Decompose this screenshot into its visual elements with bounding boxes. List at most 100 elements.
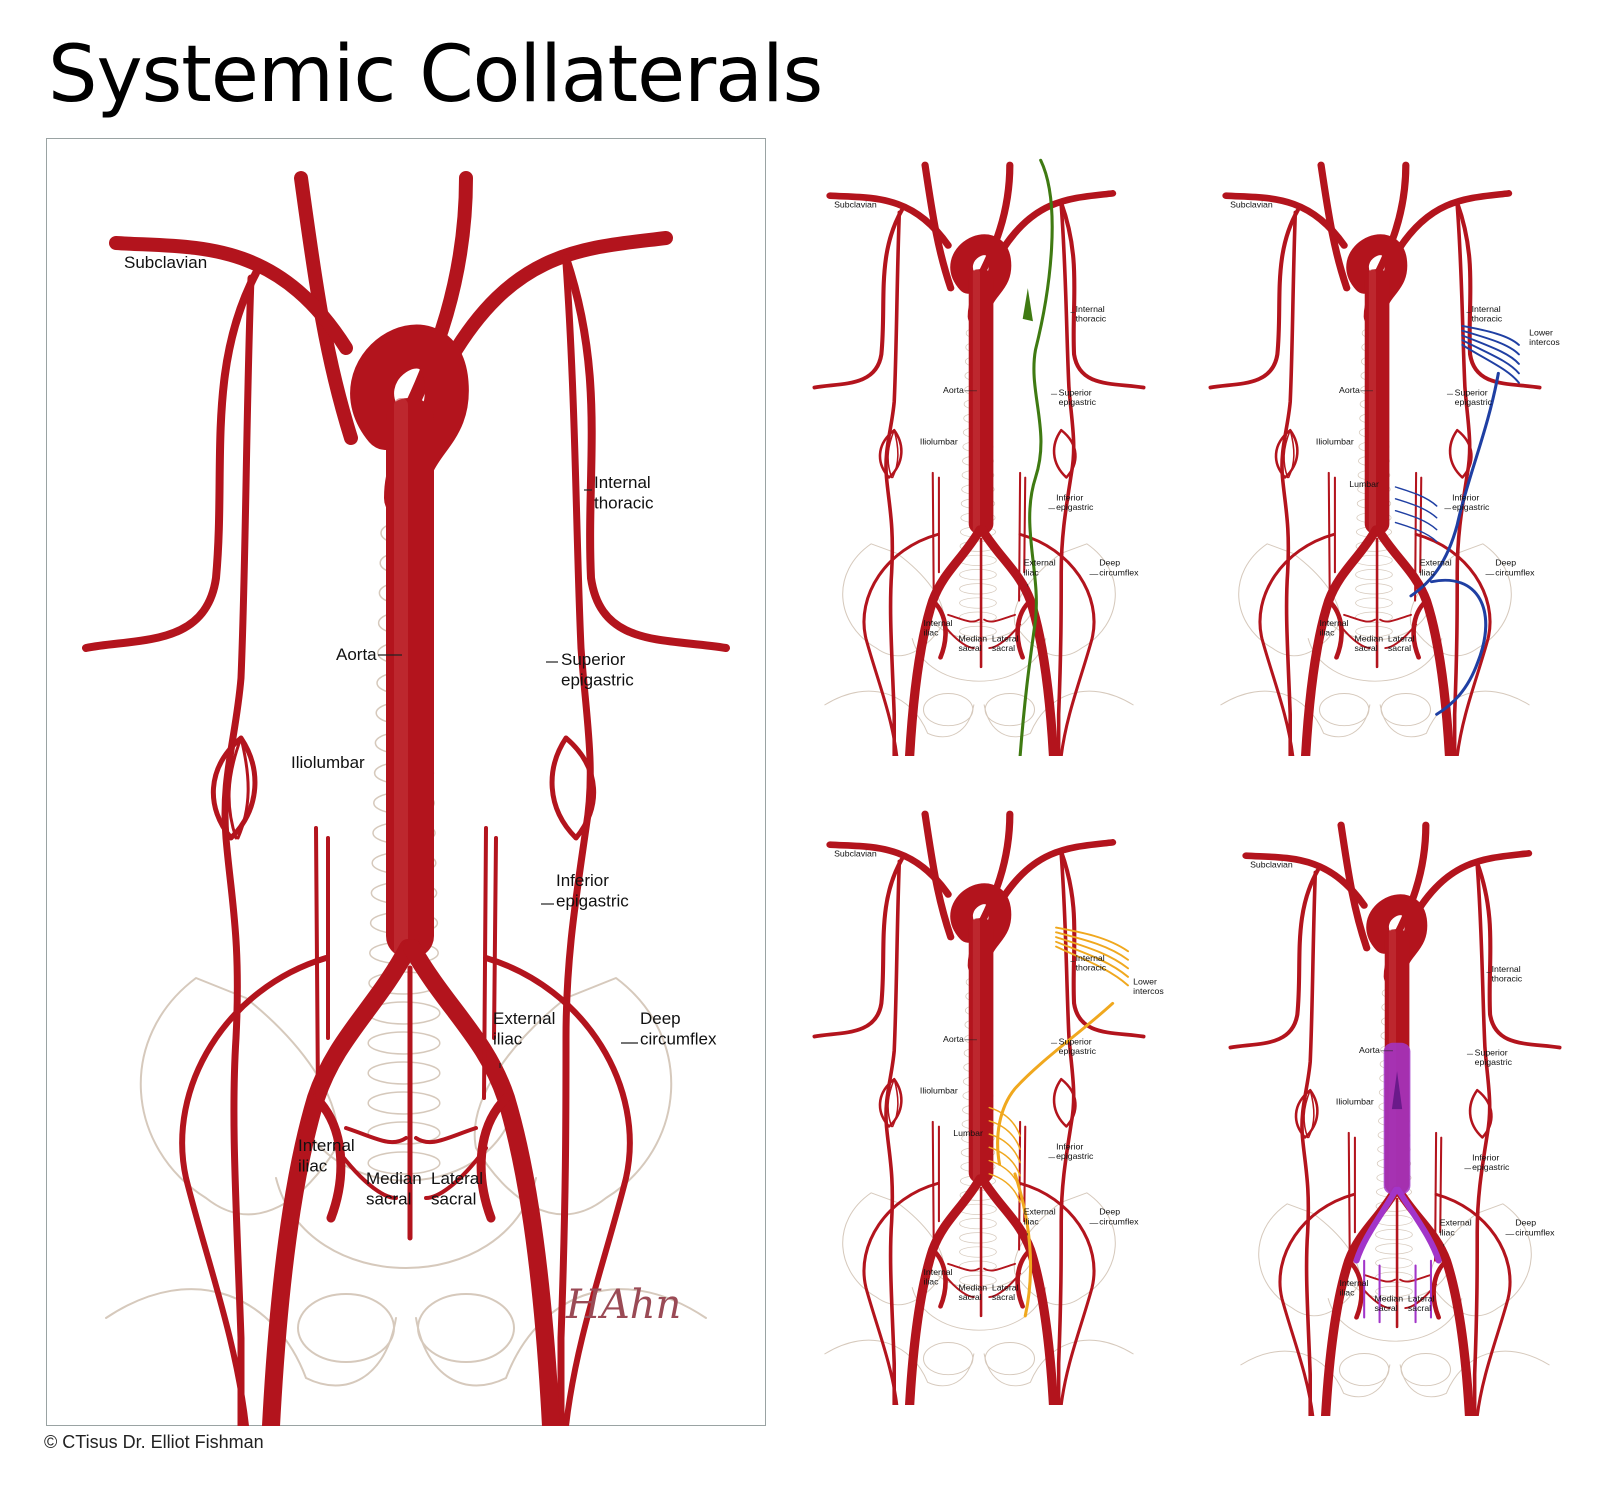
- left-anastomotic-loop: [878, 428, 903, 479]
- orange-lumbar-branch: [988, 1106, 1021, 1137]
- sacrum-outline: [927, 1263, 1031, 1290]
- label-lumbar: Lumbar: [953, 1128, 983, 1138]
- vertebra: [367, 1091, 441, 1115]
- abdominal-aorta: [968, 269, 994, 535]
- iliolumbar-arteries: [1347, 1131, 1443, 1262]
- orange-intercostal-branch: [1055, 940, 1130, 978]
- left-anastomotic-branches: [227, 736, 250, 840]
- orange-collateral-pathway: [996, 1001, 1115, 1166]
- right-obturator-foramen: [984, 1342, 1036, 1376]
- label-aorta: Aorta: [943, 1035, 964, 1045]
- label-aorta: Aorta: [1339, 386, 1360, 396]
- blue-lumbar-branch: [1394, 486, 1438, 507]
- vertebra: [1355, 569, 1393, 581]
- iliolumbar-arteries: [1327, 471, 1423, 602]
- right-deep-circumflex-arc: [1414, 532, 1492, 758]
- purple-iliac-pathway: [1353, 1186, 1442, 1264]
- label-lumbar: Lumbar: [1349, 479, 1379, 489]
- left-iliac-bone: [139, 977, 339, 1216]
- iliolumbar-arteries: [931, 1120, 1027, 1251]
- iliolumbar-arteries: [314, 826, 498, 1100]
- orange-intercostal-branch: [1055, 931, 1130, 961]
- right-anastomotic-loop: [1468, 1088, 1493, 1139]
- right-axillary-branch: [562, 254, 730, 652]
- right-subclavian-artery: [1394, 190, 1513, 254]
- left-axillary-branch: [1208, 208, 1300, 390]
- right-internal-thoracic-chain: [1452, 203, 1472, 758]
- left-common-iliac: [905, 525, 985, 761]
- left-axillary-branch: [812, 857, 904, 1039]
- left-axillary-branch: [812, 208, 904, 390]
- right-pubis: [983, 1339, 1134, 1387]
- left-internal-thoracic-chain: [1280, 210, 1298, 758]
- left-iliac-bone: [842, 543, 945, 657]
- blue-lumbar-branch: [1394, 509, 1438, 531]
- blue-collateral-pathway: [1409, 371, 1500, 598]
- left-pubis: [1240, 1350, 1391, 1398]
- right-iliac-bone: [1013, 543, 1116, 657]
- right-obturator-foramen: [984, 693, 1036, 727]
- orange-lumbar-branch: [988, 1120, 1021, 1150]
- label-subclavian: Subclavian: [124, 253, 207, 272]
- vertebra: [959, 625, 997, 638]
- right-deep-circumflex-arc: [483, 955, 633, 1429]
- sacrum-outline: [1343, 1274, 1447, 1301]
- copyright-credit: © CTisus Dr. Elliot Fishman: [44, 1432, 264, 1452]
- right-deep-circumflex-arc: [1018, 1181, 1096, 1407]
- vertebra: [1375, 1243, 1413, 1255]
- left-obturator-foramen: [297, 1293, 395, 1363]
- orange-intercostal-branch: [1055, 926, 1130, 953]
- sacral-branches: [942, 1272, 1022, 1298]
- left-pubis: [824, 1339, 975, 1387]
- left-axillary-branch: [1228, 868, 1320, 1050]
- abdominal-aorta: [386, 398, 434, 958]
- left-iliac-bone: [842, 1192, 945, 1306]
- left-internal-thoracic-chain: [221, 274, 255, 1430]
- blue-intercostal-branch: [1461, 334, 1520, 365]
- right-subclavian-artery: [998, 190, 1117, 254]
- left-pubis: [105, 1288, 397, 1387]
- iliolumbar-arteries: [931, 471, 1027, 602]
- left-anastomotic-branches: [1303, 1089, 1315, 1139]
- vertebra: [959, 597, 997, 609]
- blue-intercostal-branch: [1461, 325, 1520, 346]
- orange-iliac-pathway: [1013, 1172, 1033, 1318]
- vertebra: [1355, 583, 1393, 595]
- orange-lumbar-branch: [988, 1173, 1021, 1204]
- sacral-branches: [1338, 623, 1418, 649]
- left-obturator-foramen: [1338, 1353, 1390, 1387]
- left-anastomotic-branches: [887, 1078, 899, 1128]
- left-subclavian-artery: [1222, 192, 1348, 249]
- left-subclavian-artery: [109, 236, 353, 355]
- label-iliolumbar: Iliolumbar: [291, 753, 365, 772]
- left-subclavian-artery: [1242, 852, 1368, 909]
- vertebra: [367, 1031, 441, 1055]
- label-iliolumbar: Iliolumbar: [1336, 1097, 1374, 1107]
- right-internal-thoracic-chain: [1056, 203, 1076, 758]
- orange-intercostal-branch: [1055, 936, 1130, 970]
- left-deep-circumflex-arc: [179, 955, 329, 1429]
- left-obturator-foramen: [922, 1342, 974, 1376]
